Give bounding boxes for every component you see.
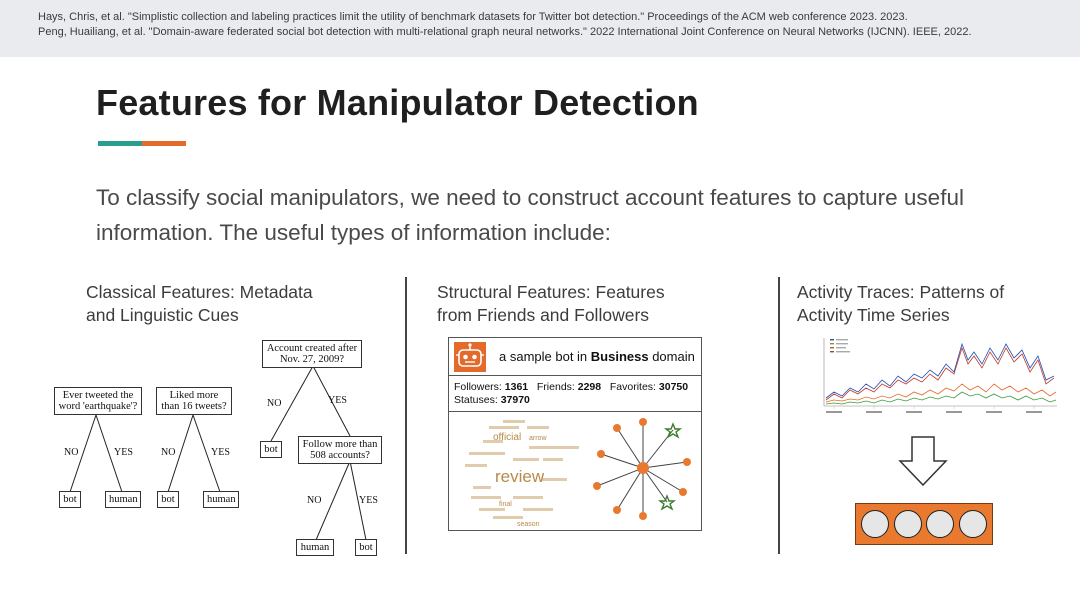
vector-cell [926,510,955,538]
edge-label-yes: YES [211,447,230,458]
structural-features-title: Structural Features: Features from Frien… [437,282,665,325]
activity-time-series-chart [812,334,1062,418]
tree-question-liked: Liked more than 16 tweets? [156,387,232,415]
activity-traces-title: Activity Traces: Patterns of Activity Ti… [797,282,1005,325]
decision-tree-diagram: Ever tweeted the word 'earthquake'? NO Y… [48,335,398,560]
svg-text:review: review [495,467,545,486]
classical-features-title: Classical Features: Metadata and Linguis… [86,282,313,325]
column-divider-2 [778,277,780,554]
sample-bot-card: a sample bot in Business domain Follower… [448,337,702,531]
network-graph [593,418,691,520]
card-header-text: a sample bot in Business domain [499,349,695,364]
robot-icon [454,341,486,372]
svg-text:arrow: arrow [529,435,547,442]
reference-1: Hays, Chris, et al. "Simplistic collecti… [38,11,908,23]
tree-question-follow: Follow more than 508 accounts? [298,436,382,464]
svg-text:season: season [517,521,540,528]
edge-label-no: NO [307,495,322,506]
edge-label-yes: YES [359,495,378,506]
leaf-human: human [203,491,239,508]
edge-label-yes: YES [114,447,133,458]
vector-cell [893,510,922,538]
leaf-bot: bot [59,491,81,508]
edge-label-no: NO [161,447,176,458]
title-accent-bar [98,141,186,146]
card-header: a sample bot in Business domain [449,338,701,376]
leaf-human: human [296,539,334,556]
leaf-bot: bot [355,539,377,556]
edge-label-no: NO [267,398,282,409]
vector-cell [861,510,890,538]
slide-title: Features for Manipulator Detection [96,82,699,123]
statuses-count: 37970 [500,393,530,406]
activity-feature-vector [855,503,993,545]
intro-text: To classify social manipulators, we need… [96,185,964,245]
tree-edges [69,365,367,541]
reference-2: Peng, Huailiang, et al. "Domain-aware fe… [38,26,972,38]
column-divider-1 [405,277,407,554]
leaf-bot: bot [260,441,282,458]
tree-question-earthquake: Ever tweeted the word 'earthquake'? [54,387,142,415]
card-stats: Followers: 1361 Friends: 2298 Favorites:… [449,376,701,412]
svg-text:official: official [493,432,521,443]
down-arrow-icon [898,436,948,486]
edge-label-no: NO [64,447,79,458]
followers-count: 1361 [504,381,529,393]
edge-label-yes: YES [328,395,347,406]
word-cloud-image: official arrow review final season [465,420,579,528]
vector-cell [958,510,987,538]
favorites-count: 30750 [658,381,689,393]
tree-question-account-created: Account created after Nov. 27, 2009? [262,340,362,368]
leaf-bot: bot [157,491,179,508]
friends-count: 2298 [577,381,602,393]
reference-bar: Hays, Chris, et al. "Simplistic collecti… [0,0,1080,57]
leaf-human: human [105,491,141,508]
svg-text:final: final [499,501,512,508]
